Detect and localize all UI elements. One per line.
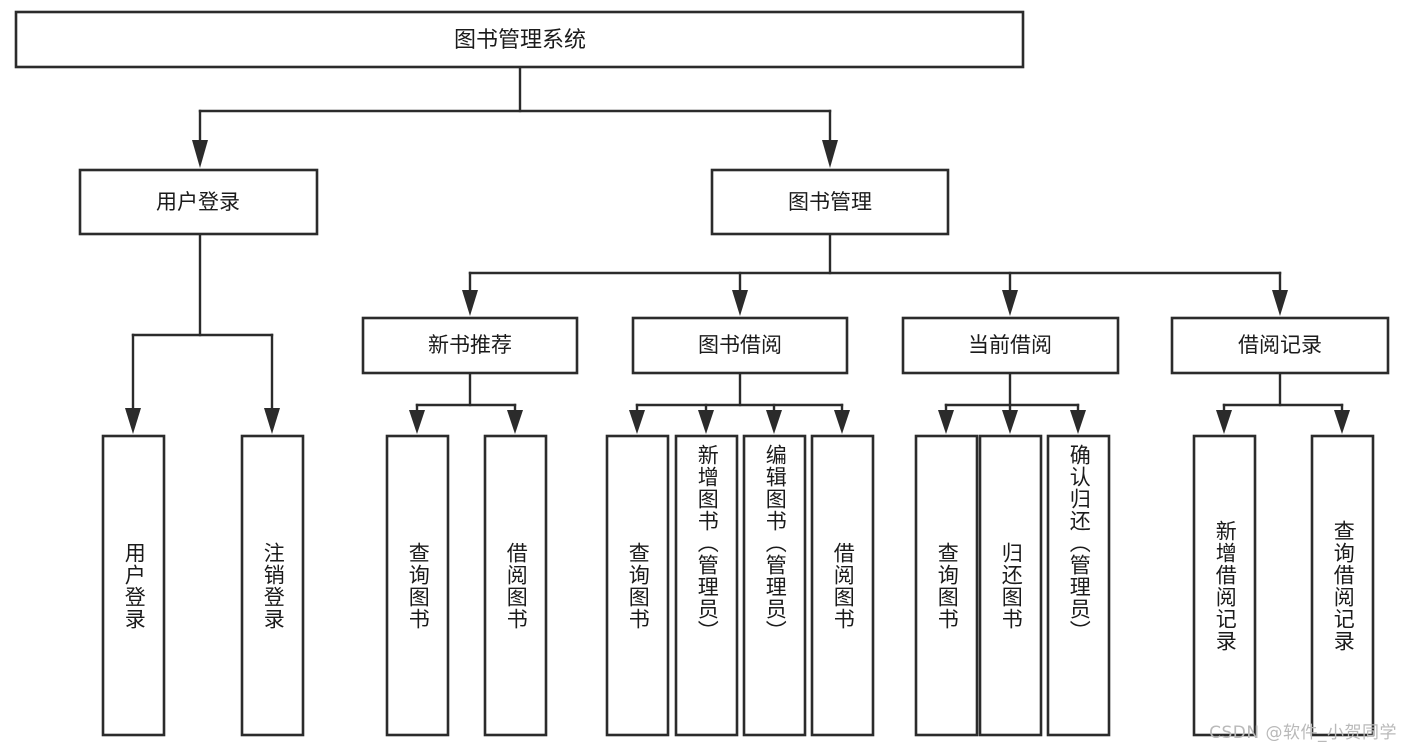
borrow-record-box[interactable] bbox=[1170, 316, 1390, 375]
arrow-head-leaf-query-book-2 bbox=[629, 410, 645, 434]
leaf-query-book-2-box[interactable] bbox=[605, 434, 670, 737]
leaf-edit-book-box[interactable] bbox=[742, 434, 807, 737]
node-book-borrow[interactable]: 图书借阅 bbox=[631, 316, 849, 375]
leaf-borrow-book-2-box[interactable] bbox=[810, 434, 875, 737]
new-book-recommend-box[interactable] bbox=[361, 316, 579, 375]
node-current-borrow[interactable]: 当前借阅 bbox=[901, 316, 1120, 375]
watermark: CSDN @软件_小贺同学 bbox=[1209, 723, 1397, 743]
arrow-head-leaf-borrow-book-1 bbox=[507, 410, 523, 434]
node-root[interactable]: 图书管理系统 bbox=[14, 10, 1025, 69]
root-box[interactable] bbox=[14, 10, 1025, 69]
arrow-head-book-borrow bbox=[732, 290, 748, 316]
user-login-box[interactable] bbox=[78, 168, 319, 236]
node-user-login[interactable]: 用户登录 bbox=[78, 168, 319, 236]
book-management-box[interactable] bbox=[710, 168, 950, 236]
arrow-head-leaf-add-borrow-record bbox=[1216, 410, 1232, 434]
arrow-head-book-management bbox=[822, 140, 838, 168]
current-borrow-label: 当前借阅 bbox=[968, 333, 1052, 357]
arrow-head-leaf-add-book bbox=[698, 410, 714, 434]
book-borrow-box[interactable] bbox=[631, 316, 849, 375]
leaf-box-layer bbox=[101, 434, 1375, 737]
arrow-head-borrow-record bbox=[1272, 290, 1288, 316]
arrow-head-leaf-query-book-1 bbox=[409, 410, 425, 434]
connector-layer bbox=[125, 65, 1350, 434]
arrow-head-leaf-user-login bbox=[125, 408, 141, 434]
arrow-head-leaf-query-book-3 bbox=[938, 410, 954, 434]
book-management-label: 图书管理 bbox=[788, 190, 872, 214]
current-borrow-box[interactable] bbox=[901, 316, 1120, 375]
new-book-recommend-label: 新书推荐 bbox=[428, 333, 512, 357]
arrow-head-leaf-edit-book bbox=[766, 410, 782, 434]
leaf-borrow-book-1-box[interactable] bbox=[483, 434, 548, 737]
leaf-user-login-box[interactable] bbox=[101, 434, 166, 737]
node-new-book-recommend[interactable]: 新书推荐 bbox=[361, 316, 579, 375]
borrow-record-label: 借阅记录 bbox=[1238, 333, 1322, 357]
leaf-query-book-1-box[interactable] bbox=[385, 434, 450, 737]
leaf-return-book-box[interactable] bbox=[978, 434, 1043, 737]
leaf-logout-login-box[interactable] bbox=[240, 434, 305, 737]
arrow-head-leaf-query-borrow-record bbox=[1334, 410, 1350, 434]
book-borrow-label: 图书借阅 bbox=[698, 333, 782, 357]
leaf-confirm-return-box[interactable] bbox=[1046, 434, 1111, 737]
arrow-head-current-borrow bbox=[1002, 290, 1018, 316]
leaf-add-borrow-record-box[interactable] bbox=[1192, 434, 1257, 737]
arrow-head-new-book-recommend bbox=[462, 290, 478, 316]
root-label: 图书管理系统 bbox=[454, 28, 586, 53]
arrow-head-user-login bbox=[192, 140, 208, 168]
leaf-query-borrow-record-box[interactable] bbox=[1310, 434, 1375, 737]
leaf-add-book-box[interactable] bbox=[674, 434, 739, 737]
arrow-head-leaf-confirm-return bbox=[1070, 410, 1086, 434]
user-login-label: 用户登录 bbox=[156, 190, 240, 214]
node-borrow-record[interactable]: 借阅记录 bbox=[1170, 316, 1390, 375]
arrow-head-leaf-logout-login bbox=[264, 408, 280, 434]
arrow-head-leaf-return-book bbox=[1002, 410, 1018, 434]
leaf-query-book-3-box[interactable] bbox=[914, 434, 979, 737]
arrow-head-leaf-borrow-book-2 bbox=[834, 410, 850, 434]
node-book-management[interactable]: 图书管理 bbox=[710, 168, 950, 236]
